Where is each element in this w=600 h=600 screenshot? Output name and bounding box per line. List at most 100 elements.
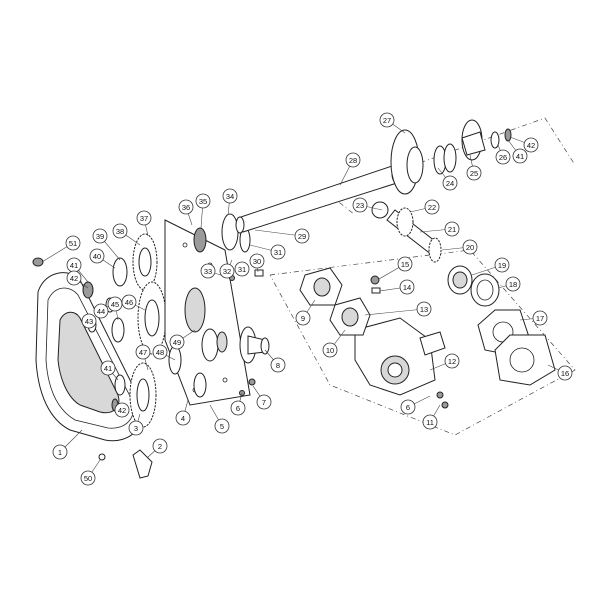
- callout-19: 19: [494, 257, 510, 273]
- callout-30: 30: [249, 253, 265, 269]
- callout-number: 26: [499, 153, 507, 162]
- callout-number: 32: [223, 267, 231, 276]
- callout-number: 28: [349, 156, 357, 165]
- center-plate-part-36: [164, 219, 251, 406]
- callout-number: 47: [139, 348, 147, 357]
- cover-plates-16-17: [477, 309, 556, 386]
- callout-number: 44: [97, 307, 105, 316]
- callout-number: 39: [96, 232, 104, 241]
- callout-number: 24: [446, 179, 454, 188]
- callout-50: 50: [80, 470, 96, 486]
- callout-circle: [89, 248, 105, 264]
- callout-circle: [66, 270, 82, 286]
- callout-2: 2: [152, 438, 168, 454]
- callout-circle: [345, 152, 361, 168]
- callout-number: 50: [84, 474, 92, 483]
- gear-train-left: [82, 233, 167, 428]
- callout-14: 14: [399, 279, 415, 295]
- callout-1: 1: [52, 444, 68, 460]
- callout-number: 38: [116, 227, 124, 236]
- callout-number: 49: [173, 338, 181, 347]
- callout-circle: [270, 244, 286, 260]
- callout-37: 37: [136, 210, 152, 226]
- callout-number: 10: [326, 346, 334, 355]
- callout-16: 16: [557, 365, 573, 381]
- callout-circle: [112, 223, 128, 239]
- callout-circle: [512, 148, 528, 164]
- callout-circle: [128, 420, 144, 436]
- callout-6: 6: [230, 400, 246, 416]
- callout-12: 12: [444, 353, 460, 369]
- callout-31: 31: [270, 244, 286, 260]
- callout-41: 41: [66, 257, 82, 273]
- callout-number: 33: [204, 267, 212, 276]
- callout-number: 43: [85, 317, 93, 326]
- callout-number: 29: [298, 232, 306, 241]
- callout-circle: [169, 334, 185, 350]
- callout-33: 33: [200, 263, 216, 279]
- callout-number: 4: [181, 414, 185, 423]
- callout-35: 35: [195, 193, 211, 209]
- callout-6: 6: [400, 399, 416, 415]
- small-parts-bottom-left: [32, 257, 153, 479]
- callout-number: 51: [69, 239, 77, 248]
- callout-number: 18: [509, 280, 517, 289]
- callout-number: 6: [236, 404, 240, 413]
- callout-48: 48: [152, 344, 168, 360]
- callout-number: 5: [220, 422, 224, 431]
- callout-circle: [442, 175, 458, 191]
- callout-23: 23: [352, 197, 368, 213]
- callout-49: 49: [169, 334, 185, 350]
- callout-10: 10: [322, 342, 338, 358]
- callout-number: 35: [199, 197, 207, 206]
- callout-circle: [136, 210, 152, 226]
- callout-circle: [462, 239, 478, 255]
- callout-number: 40: [93, 252, 101, 261]
- callout-number: 7: [262, 398, 266, 407]
- callout-circle: [92, 228, 108, 244]
- callout-36: 36: [178, 199, 194, 215]
- callout-circle: [52, 444, 68, 460]
- callout-circle: [222, 188, 238, 204]
- callout-11: 11: [422, 414, 438, 430]
- flange-assembly-upper-right: [390, 119, 512, 195]
- callout-circle: [270, 357, 286, 373]
- callout-circle: [322, 342, 338, 358]
- callout-number: 12: [448, 357, 456, 366]
- small-fasteners-right: [370, 275, 449, 409]
- callout-20: 20: [462, 239, 478, 255]
- callout-8: 8: [270, 357, 286, 373]
- callout-circle: [256, 394, 272, 410]
- callout-34: 34: [222, 188, 238, 204]
- leader-line-13: [364, 308, 425, 316]
- callout-26: 26: [495, 149, 511, 165]
- callout-number: 11: [426, 418, 434, 427]
- callout-circle: [249, 253, 265, 269]
- callout-circle: [505, 276, 521, 292]
- callout-number: 36: [182, 203, 190, 212]
- callout-18: 18: [505, 276, 521, 292]
- callout-24: 24: [442, 175, 458, 191]
- leader-line-29: [254, 229, 303, 237]
- callout-circle: [80, 470, 96, 486]
- callout-number: 19: [498, 261, 506, 270]
- callout-29: 29: [294, 228, 310, 244]
- callout-circle: [93, 303, 109, 319]
- callout-45: 45: [107, 296, 123, 312]
- callout-number: 48: [156, 348, 164, 357]
- callout-9: 9: [295, 310, 311, 326]
- callout-41: 41: [100, 360, 116, 376]
- long-shaft-part-28: [235, 163, 405, 234]
- callout-38: 38: [112, 223, 128, 239]
- callout-circle: [379, 112, 395, 128]
- callout-number: 41: [516, 152, 524, 161]
- callout-number: 1: [58, 448, 62, 457]
- callout-15: 15: [397, 256, 413, 272]
- callout-22: 22: [424, 199, 440, 215]
- callout-number: 14: [403, 283, 411, 292]
- callout-7: 7: [256, 394, 272, 410]
- callout-number: 13: [420, 305, 428, 314]
- callout-circle: [523, 137, 539, 153]
- callout-circle: [219, 263, 235, 279]
